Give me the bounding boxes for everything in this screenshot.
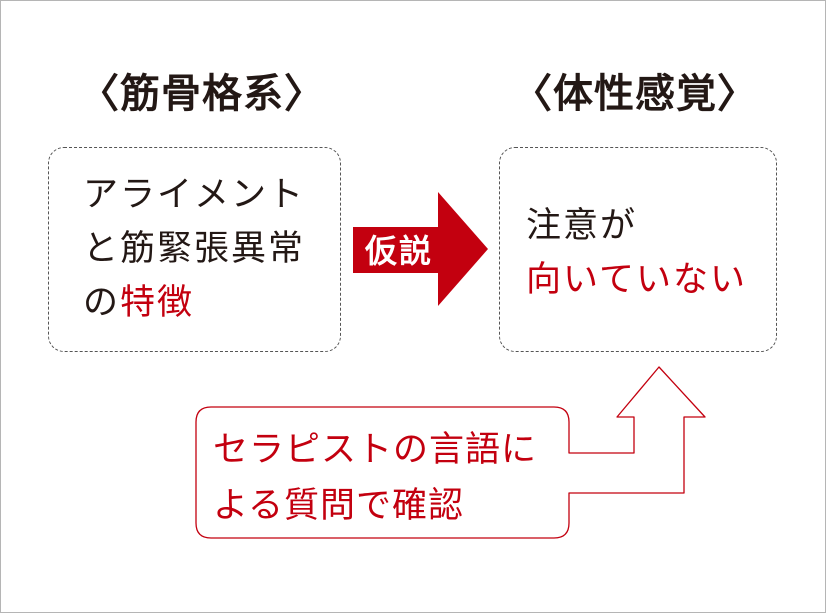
musculoskeletal-line-1: アライメント — [83, 175, 306, 215]
hypothesis-label: 仮説 — [364, 232, 433, 270]
somatosensory-line-1: 注意が — [526, 206, 638, 246]
somatosensory-box — [499, 147, 777, 352]
callout-line-2: よる質問で確認 — [213, 486, 464, 526]
musculoskeletal-line-3: の特徴 — [83, 276, 305, 330]
callout-line-1: セラピストの言語に — [213, 430, 538, 470]
callout-text: セラピストの言語に よる質問で確認 — [213, 422, 537, 534]
hypothesis-arrow-icon — [353, 192, 488, 306]
musculoskeletal-box — [48, 147, 341, 352]
musculoskeletal-line-3-prefix: の — [83, 283, 121, 323]
somatosensory-description: 注意が 向いていない — [526, 199, 747, 307]
heading-musculoskeletal: 〈筋骨格系〉 — [79, 71, 325, 117]
musculoskeletal-highlight: 特徴 — [120, 283, 195, 323]
somatosensory-highlight: 向いていない — [526, 260, 747, 300]
heading-somatosensory: 〈体性感覚〉 — [512, 71, 758, 117]
callout-arrow-outline — [195, 366, 706, 539]
musculoskeletal-description: アライメント と筋緊張異常 の特徴 — [83, 168, 305, 330]
musculoskeletal-line-2: と筋緊張異常 — [83, 229, 306, 269]
